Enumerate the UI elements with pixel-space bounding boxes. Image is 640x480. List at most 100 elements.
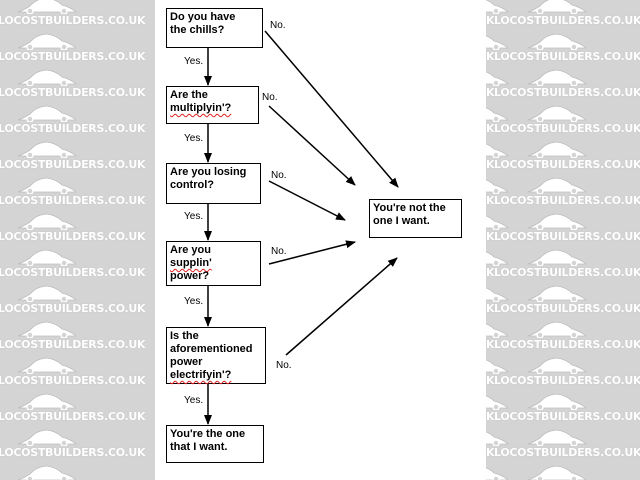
result-not-the-one-box: You're not the one I want. [369, 199, 462, 238]
watermark-text: ERS.CO.UK [486, 230, 495, 243]
watermark-text: ERS.CO.UK [486, 86, 495, 99]
question-multiplyin-box: Are the multiplyin'? [166, 86, 259, 124]
watermark-text: LOCOSTBUILDERS.CO.UK [0, 86, 146, 99]
car-logo-icon [527, 393, 588, 410]
watermark-row: LOCOSTBUILDERS.CO.UK [0, 32, 160, 68]
car-logo-icon [486, 35, 510, 50]
car-logo-icon [527, 465, 587, 480]
watermark-row: LOCOSTBUILDERS.CO.UK [0, 320, 160, 356]
car-logo-icon [527, 429, 588, 446]
watermark-text: LOCOSTBUILDERS.CO.UK [494, 410, 640, 423]
car-logo-icon [17, 33, 78, 50]
no-label-5: No. [276, 360, 292, 371]
watermark-text: LOCOSTBUILDERS.CO.UK [0, 446, 146, 459]
watermark-text: LOCOSTBUILDERS.CO.UK [494, 446, 640, 459]
watermark-row: LOCOSTBUILDERS.CO.UK [0, 356, 160, 392]
car-logo-icon [486, 467, 509, 480]
watermark-text: ERS.CO.UK [486, 266, 495, 279]
yes-label-2: Yes. [184, 133, 204, 144]
watermark-text: LOCOSTBUILDERS.CO.UK [0, 50, 146, 63]
box-text-line: the chills? [170, 24, 225, 36]
car-logo-icon [486, 395, 510, 410]
car-logo-icon [17, 465, 77, 480]
yes-label-3: Yes. [184, 211, 204, 222]
car-logo-icon [486, 179, 510, 194]
box-text-line: supplin' [170, 257, 212, 269]
watermark-text: LOCOSTBUILDERS.CO.UK [0, 194, 146, 207]
watermark-text: LOCOSTBUILDERS.CO.UK [0, 122, 146, 135]
watermark-row: LOCOSTBUILDERS.CO.UK [0, 284, 160, 320]
no-label-4: No. [271, 246, 287, 257]
box-text-line: Is the [170, 330, 199, 342]
watermark-row: LOCOSTBUILDERS.CO.UK [0, 104, 160, 140]
box-text-line: power [170, 356, 203, 368]
watermark-text: ERS.CO.UK [486, 446, 495, 459]
car-logo-icon [17, 393, 78, 410]
box-text-line: Are you losing [170, 166, 247, 178]
watermark-text: LOCOSTBUILDERS.CO.UK [494, 338, 640, 351]
car-logo-icon [527, 249, 588, 266]
watermark-text: LOCOSTBUILDERS.CO.UK [0, 230, 146, 243]
car-logo-icon [527, 177, 588, 194]
car-logo-icon [527, 213, 588, 230]
car-logo-icon [486, 0, 510, 14]
result-the-one-box: You're the one that I want. [166, 425, 264, 463]
car-logo-icon [17, 321, 78, 338]
car-logo-icon [17, 249, 78, 266]
watermark-text: LOCOSTBUILDERS.CO.UK [494, 122, 640, 135]
no-label-1: No. [270, 20, 286, 31]
car-logo-icon [486, 359, 510, 374]
box-text-line: Do you have [170, 11, 236, 23]
question-electrifyin-box: Is the aforementioned power electrifyin'… [166, 327, 266, 384]
car-logo-icon [486, 215, 510, 230]
watermark-text: ERS.CO.UK [486, 158, 495, 171]
watermark-row: LOCOSTBUILDERS.CO.UK [0, 176, 160, 212]
watermark-text: LOCOSTBUILDERS.CO.UK [494, 86, 640, 99]
box-text-line: You're not the [373, 202, 446, 214]
box-text-line: aforementioned [170, 343, 253, 355]
watermark-text: LOCOSTBUILDERS.CO.UK [0, 338, 146, 351]
watermark-text: LOCOSTBUILDERS.CO.UK [0, 302, 146, 315]
watermark-text: ERS.CO.UK [486, 374, 495, 387]
watermark-text: ERS.CO.UK [486, 194, 495, 207]
watermark-text: ERS.CO.UK [486, 338, 495, 351]
watermark-text: ERS.CO.UK [486, 302, 495, 315]
car-logo-icon [527, 105, 588, 122]
box-text-line: Are the [170, 89, 208, 101]
watermark-text: ERS.CO.UK [486, 14, 495, 27]
box-text-line: multiplyin'? [170, 102, 232, 114]
watermark-text: LOCOSTBUILDERS.CO.UK [0, 14, 146, 27]
car-logo-icon [486, 323, 510, 338]
car-logo-icon [17, 357, 78, 374]
no-label-3: No. [271, 170, 287, 181]
car-logo-icon [17, 105, 78, 122]
car-logo-icon [486, 287, 510, 302]
box-text-line: one I want. [373, 215, 430, 227]
watermark-text: LOCOSTBUILDERS.CO.UK [494, 158, 640, 171]
car-logo-icon [527, 141, 588, 158]
watermark-text: ERS.CO.UK [486, 122, 495, 135]
watermark-text: ERS.CO.UK [486, 410, 495, 423]
no-arrow-3 [268, 180, 346, 221]
car-logo-icon [17, 177, 78, 194]
car-logo-icon [17, 0, 78, 14]
box-text-line: that I want. [170, 441, 228, 453]
car-logo-icon [17, 429, 78, 446]
box-text-line: electrifyin'? [170, 369, 232, 381]
watermark-text: LOCOSTBUILDERS.CO.UK [494, 50, 640, 63]
watermark-right: ERS.CO.UKLOCOSTBUILDERS.CO.UKERS.CO.UKLO… [486, 0, 640, 480]
car-logo-icon [527, 285, 588, 302]
no-label-2: No. [262, 92, 278, 103]
yes-label-5: Yes. [184, 395, 204, 406]
no-arrow-1 [264, 30, 399, 188]
car-logo-icon [527, 357, 588, 374]
